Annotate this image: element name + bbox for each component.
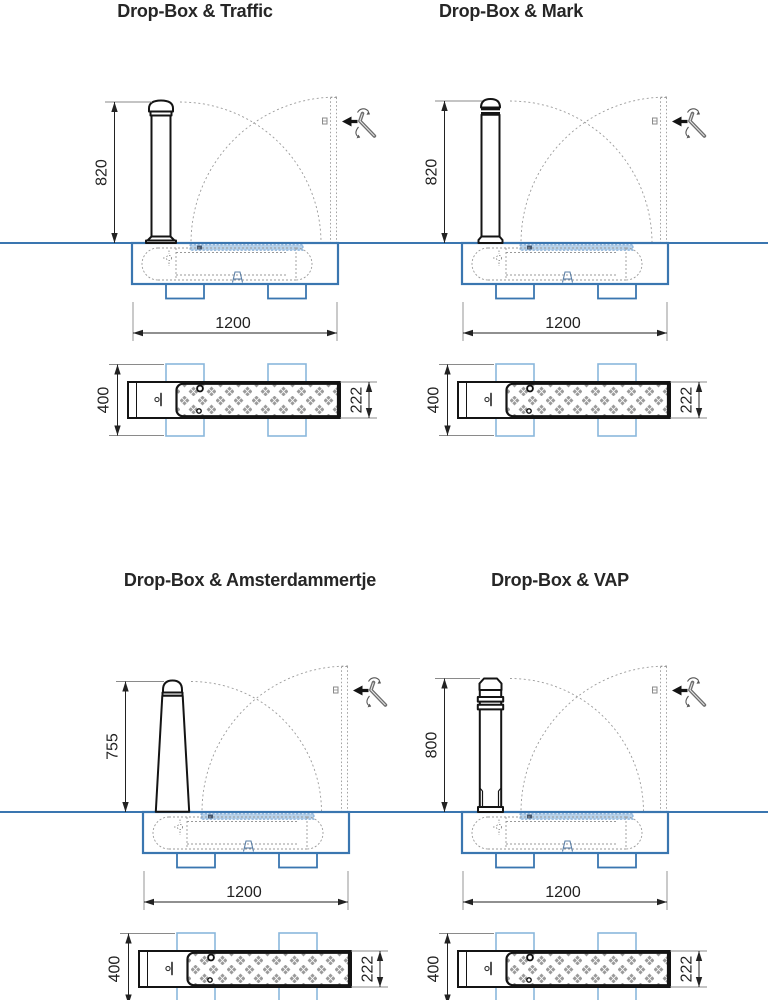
panel-drop-box-amsterdammertje: Drop-Box & Amsterdammertje 755 1200 400 …: [11, 569, 395, 1000]
panel-drop-box-traffic: Drop-Box & Traffic 820 1200 400 222: [0, 0, 384, 500]
bollard-swing-arc: [509, 678, 644, 813]
height-label: 820: [424, 159, 441, 186]
plan-depth-label: 222: [679, 956, 696, 983]
panel-title: Drop-Box & Traffic: [117, 1, 273, 21]
bollard-swing-arc: [509, 100, 653, 244]
height-dimension: [105, 101, 152, 243]
panel-title: Drop-Box & Mark: [438, 1, 583, 21]
bollard-swing-arc: [190, 681, 322, 813]
plan-overall-label: 400: [96, 387, 113, 414]
box-width-label: 1200: [226, 884, 262, 901]
ground-line-bottom: [0, 811, 768, 814]
panel-title: Drop-Box & VAP: [491, 570, 629, 590]
drop-box-drawing: [437, 95, 709, 438]
bollard-traffic: [145, 99, 177, 244]
bollard-swing-arc: [179, 101, 322, 244]
height-dimension: [116, 681, 164, 812]
plan-depth-label: 222: [679, 387, 696, 414]
bollard-amsterdammertje: [154, 679, 191, 813]
height-label: 820: [94, 159, 111, 186]
bollard-vap: [476, 677, 505, 813]
plan-overall-label: 400: [107, 956, 124, 983]
height-dimension: [435, 100, 482, 243]
plan-overall-label: 400: [426, 387, 443, 414]
ground-line-top: [0, 242, 768, 245]
panel-drop-box-vap: Drop-Box & VAP 800 1200 400 222: [330, 569, 714, 1000]
panel-title: Drop-Box & Amsterdammertje: [123, 570, 377, 590]
bollard-mark: [477, 98, 504, 244]
height-dimension: [435, 678, 480, 812]
height-label: 755: [105, 733, 122, 760]
box-width-label: 1200: [545, 315, 581, 332]
panel-drop-box-mark: Drop-Box & Mark 820 1200 400 222: [330, 0, 714, 500]
box-width-label: 1200: [215, 315, 251, 332]
plan-depth-label: 222: [360, 956, 377, 983]
plan-depth-label: 222: [349, 387, 366, 414]
height-label: 800: [424, 732, 441, 759]
box-width-label: 1200: [545, 884, 581, 901]
plan-overall-label: 400: [426, 956, 443, 983]
